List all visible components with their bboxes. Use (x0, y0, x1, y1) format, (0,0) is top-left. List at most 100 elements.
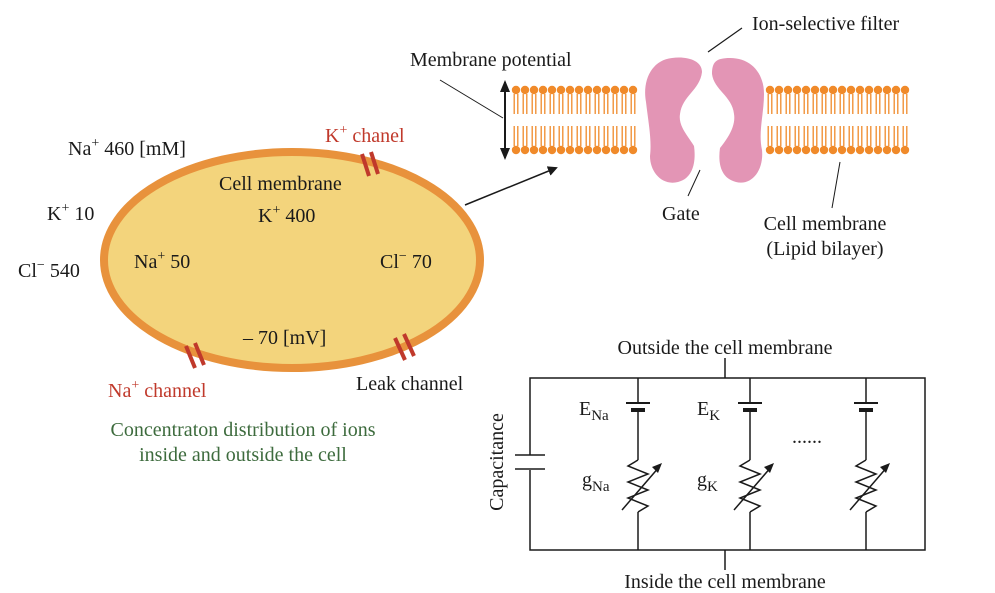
lipid-head (864, 85, 874, 95)
lipid-head (819, 145, 829, 155)
resting-potential: – 70 [mV] (242, 327, 326, 349)
outside-cl-concentration: Cl− 540 (18, 258, 80, 282)
lipid-head (855, 85, 865, 95)
lipid-head (556, 145, 566, 155)
lipid-bilayer (511, 85, 910, 155)
lipid-head (610, 85, 620, 95)
lipid-head (592, 145, 602, 155)
lipid-head (565, 145, 575, 155)
lipid-head (891, 145, 901, 155)
membrane-potential-label: Membrane potential (410, 49, 572, 71)
gate-leader (687, 169, 701, 197)
lipid-head (538, 145, 548, 155)
membrane-potential-arrowhead-up (500, 80, 510, 92)
zoom-arrow (464, 166, 558, 206)
lipid-head (610, 145, 620, 155)
variable-arrow-k (733, 465, 773, 511)
lipid-head (792, 145, 802, 155)
cell-membrane-label: Cell membrane (219, 173, 342, 195)
resistor-na (625, 459, 651, 513)
lipid-head (828, 145, 838, 155)
bilayer-leader (831, 161, 841, 209)
more-branches-ellipsis: ...... (792, 426, 822, 448)
circuit-labels: Outside the cell membrane Inside the cel… (486, 337, 833, 593)
channel-detail-panel: Ion-selective filter Membrane potential … (410, 13, 910, 260)
lipid-head (873, 85, 883, 95)
membrane-potential-leader (439, 79, 504, 119)
lipid-head (864, 145, 874, 155)
leak-channel-marker (393, 333, 416, 361)
gate-label: Gate (662, 203, 700, 225)
lipid-head (900, 145, 910, 155)
equivalent-circuit (515, 358, 926, 570)
lipid-head (783, 145, 793, 155)
lipid-head (529, 145, 539, 155)
lipid-head (628, 85, 638, 95)
inside-na-concentration: Na+ 50 (134, 249, 190, 273)
lipid-head (529, 85, 539, 95)
lipid-head (882, 145, 892, 155)
lipid-head (511, 85, 521, 95)
lipid-head (538, 85, 548, 95)
lipid-head (619, 85, 629, 95)
resistor-k (737, 459, 763, 513)
inside-membrane-label: Inside the cell membrane (624, 571, 826, 593)
capacitor-symbol (515, 454, 545, 470)
na-channel-label: Na+ channel (108, 378, 207, 402)
lipid-head (828, 85, 838, 95)
caption-line-1: Concentraton distribution of ions (111, 419, 376, 441)
capacitance-label: Capacitance (486, 413, 508, 511)
lipid-head (520, 145, 530, 155)
lipid-head (837, 85, 847, 95)
lipid-head (547, 145, 557, 155)
lipid-head (855, 145, 865, 155)
lipid-head (574, 85, 584, 95)
lipid-head (547, 85, 557, 95)
lipid-head (565, 85, 575, 95)
variable-arrow-na (621, 465, 661, 511)
branch-k (733, 378, 774, 550)
e-na-label: ENa (579, 398, 609, 424)
lipid-head (846, 85, 856, 95)
g-k-label: gK (697, 469, 718, 495)
lipid-head (810, 85, 820, 95)
lipid-head (801, 145, 811, 155)
outside-membrane-label: Outside the cell membrane (618, 337, 833, 359)
lipid-head (511, 145, 521, 155)
lipid-head (774, 85, 784, 95)
ion-selective-filter-label: Ion-selective filter (752, 13, 899, 35)
membrane-potential-arrowhead-down (500, 148, 510, 160)
lipid-head (810, 145, 820, 155)
lipid-head (873, 145, 883, 155)
k-channel-marker (360, 151, 380, 177)
caption-line-2: inside and outside the cell (139, 444, 347, 466)
k-channel-label: K+ chanel (325, 123, 405, 147)
lipid-head (765, 145, 775, 155)
lipid-head (583, 145, 593, 155)
cell-panel: Na+ 460 [mM] K+ 10 Cl− 540 Cell membrane… (18, 123, 484, 466)
lipid-head (601, 145, 611, 155)
lipid-head (801, 85, 811, 95)
lipid-head (765, 85, 775, 95)
lipid-head (774, 145, 784, 155)
lipid-bilayer-label-1: Cell membrane (764, 213, 887, 235)
lipid-bilayer-label-2: (Lipid bilayer) (766, 238, 883, 260)
lipid-head (574, 145, 584, 155)
lipid-head (556, 85, 566, 95)
lipid-head (846, 145, 856, 155)
lipid-head (601, 85, 611, 95)
lipid-head (837, 145, 847, 155)
channel-protein-right (712, 58, 764, 183)
lipid-head (520, 85, 530, 95)
lipid-head (882, 85, 892, 95)
branch-na (621, 378, 662, 550)
outside-k-concentration: K+ 10 (47, 201, 94, 225)
inside-k-concentration: K+ 400 (258, 203, 315, 227)
lipid-head (619, 145, 629, 155)
g-na-label: gNa (582, 469, 610, 495)
e-k-label: EK (697, 398, 720, 424)
cell-body (100, 148, 484, 372)
lipid-head (628, 145, 638, 155)
